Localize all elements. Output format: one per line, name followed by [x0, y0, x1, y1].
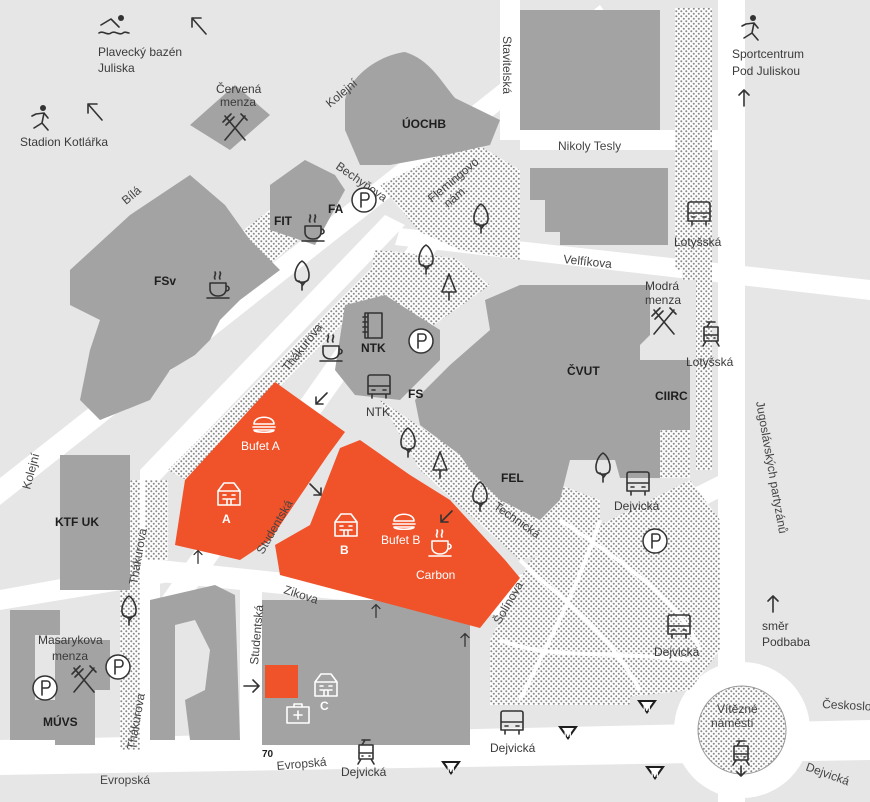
metro-letter: M [447, 764, 455, 774]
metro-letter: M [651, 769, 659, 779]
parking-icon [105, 654, 131, 680]
label-b: B [340, 543, 349, 557]
first-aid-icon [286, 703, 310, 724]
arrow-icon [440, 510, 453, 523]
label-a: A [222, 512, 231, 526]
entrance-arrows [193, 392, 470, 693]
label-dejvicka-bus-3: Dejvická [490, 741, 536, 755]
label-cervena-menza: menza [220, 95, 256, 109]
label-vitezne: Vítězné [717, 702, 758, 716]
parking-icon [32, 675, 58, 701]
label-ciirc: CIIRC [655, 389, 688, 403]
highlight-building-b [275, 440, 520, 628]
label-fa: FA [328, 202, 344, 216]
metro-letters: M M M M [447, 703, 659, 779]
label-lotysska-tram: Lotyšská [686, 355, 734, 369]
coffee-icon [428, 529, 452, 557]
highlight-building-c [265, 665, 298, 698]
street-stavitelska: Stavitelská [500, 36, 514, 94]
buildings [10, 10, 690, 745]
transit-labels: Lotyšská Lotyšská NTK Dejvická Dejvická … [262, 235, 734, 779]
building-c [262, 600, 470, 745]
parking-icon [642, 528, 668, 554]
street-velfikova: Velfíkova [563, 252, 613, 271]
label-fs: FS [408, 387, 423, 401]
street-evropska-mid: Evropská [276, 755, 327, 773]
book-icon [362, 312, 383, 339]
label-c: C [320, 699, 329, 713]
label-vitezne-namesti: náměstí [711, 716, 754, 730]
label-tram-number: 70 [262, 749, 274, 760]
label-masarykova-menza: menza [52, 649, 88, 663]
arrow-icon [309, 483, 322, 496]
label-ktf-uk: KTF UK [55, 515, 99, 529]
label-uochb: ÚOCHB [402, 116, 446, 131]
label-masarykova: Masarykova [38, 633, 103, 647]
highlight-labels: Bufet A A B Bufet B Carbon [222, 439, 455, 582]
highlight-areas [175, 382, 520, 698]
arrow-icon [315, 392, 328, 405]
street-nikoly-tesly: Nikoly Tesly [558, 139, 621, 153]
label-carbon: Carbon [416, 568, 455, 582]
label-ntk: NTK [361, 341, 386, 355]
label-cvut: ČVUT [567, 363, 600, 378]
runner-icon [741, 15, 759, 41]
metro-letter: M [564, 729, 572, 739]
street-evropska-left: Evropská [100, 773, 150, 787]
building-muvs [55, 640, 110, 745]
park-paths [499, 518, 702, 701]
tram-icon [732, 740, 750, 777]
building-muvs-left [10, 610, 60, 740]
label-podbaba: Podbaba [762, 635, 810, 649]
street-ceskoslo: Českoslo [822, 696, 870, 714]
arrow-icon [87, 103, 103, 121]
label-fel: FEL [501, 471, 524, 485]
label-modra: Modrá [645, 279, 679, 293]
label-smer: směr [762, 619, 789, 633]
parking-icon [408, 328, 434, 354]
highlight-building-a [175, 382, 345, 560]
label-bufet-a: Bufet A [241, 439, 280, 453]
building-west-c [150, 585, 240, 740]
label-dejvicka-tram: Dejvická [341, 765, 387, 779]
label-muvs: MÚVS [43, 714, 78, 729]
street-studentska-lower: Studentská [247, 604, 266, 665]
runner-icon [31, 105, 49, 131]
building-labels: FSv FIT FA ÚOCHB NTK FS ČVUT CIIRC FEL K… [43, 116, 688, 729]
building-block-north [520, 10, 660, 130]
label-sportcentrum: Sportcentrum [732, 47, 804, 61]
label-lotysska-bus: Lotyšská [674, 235, 722, 249]
metro-letter: M [643, 703, 651, 713]
building-ntk [335, 295, 440, 400]
parking-icon [351, 187, 377, 213]
label-stadium: Stadion Kotlářka [20, 135, 108, 149]
label-bufet-b: Bufet B [381, 533, 420, 547]
building-ktf-uk [60, 455, 130, 590]
label-fit: FIT [274, 214, 293, 228]
roundabout-center [698, 686, 786, 774]
label-fsv: FSv [154, 274, 176, 288]
building-fit [270, 160, 345, 245]
label-dejvicka-bus-2: Dejvická [654, 645, 700, 659]
swimmer-icon [98, 15, 130, 35]
arrow-icon [243, 679, 260, 693]
label-dejvicka-bus-1: Dejvická [614, 499, 660, 513]
label-pool-juliska: Juliska [98, 61, 135, 75]
label-sportcentrum-pod: Pod Juliskou [732, 64, 800, 78]
label-pool: Plavecký bazén [98, 45, 182, 59]
label-cervena: Červená [216, 81, 262, 96]
building-fsv [70, 175, 280, 420]
label-ntk-stop: NTK [366, 405, 390, 419]
label-modra-menza: menza [645, 293, 681, 307]
building-cvut [415, 285, 690, 520]
building-cervena-menza [190, 85, 270, 150]
arrow-icon [191, 17, 207, 35]
poi-labels: Plavecký bazén Juliska Stadion Kotlářka … [20, 45, 810, 663]
building-uochb [345, 52, 500, 165]
